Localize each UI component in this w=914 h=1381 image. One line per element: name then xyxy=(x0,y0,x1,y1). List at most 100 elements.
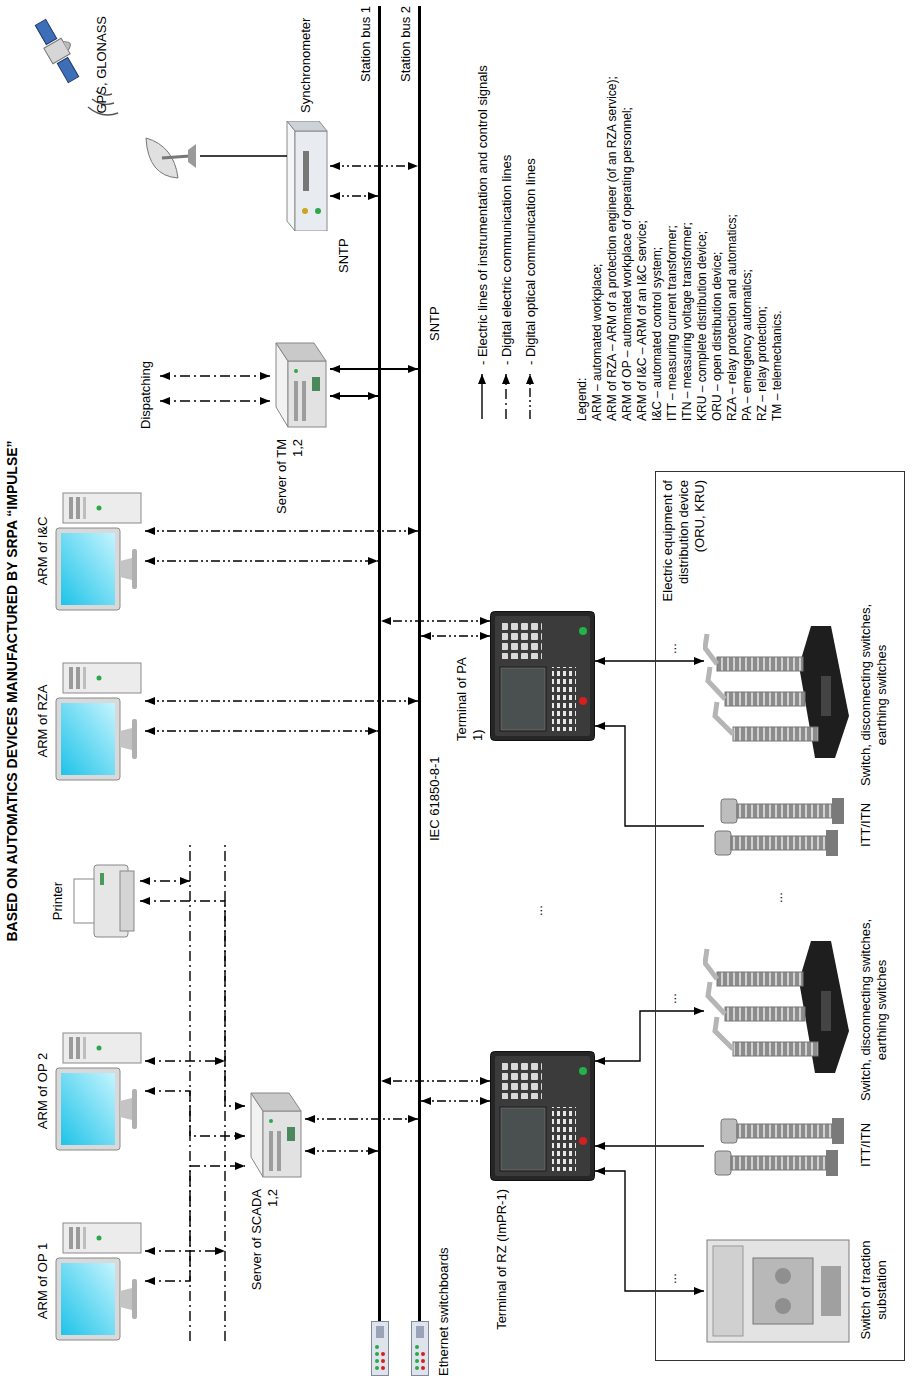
legend-note: Legend: xyxy=(575,11,590,421)
workstation: ARM of I&C xyxy=(55,491,145,611)
dispatch-link xyxy=(160,400,270,401)
workstation-icon xyxy=(56,1223,141,1340)
legend-note: ARM of RZA – ARM of a protection enginee… xyxy=(605,11,620,421)
connector xyxy=(381,1080,490,1081)
legend-row: - Digital optical communication lines xyxy=(518,65,542,421)
node-label: Terminal of PA 1) xyxy=(454,653,486,741)
connector xyxy=(145,730,378,731)
connector xyxy=(145,560,378,561)
legend-line xyxy=(529,374,530,419)
printer: Printer xyxy=(70,861,140,941)
transformer-icon xyxy=(715,1118,844,1176)
legend-text: - Electric lines of instrumentation and … xyxy=(475,65,490,365)
connector xyxy=(381,620,490,621)
server-icon xyxy=(276,343,326,427)
node-label: Printer xyxy=(50,851,66,951)
legend-note: ITN – measuring voltage transformer; xyxy=(680,11,695,421)
node-label: Station bus 1 xyxy=(358,6,374,82)
connector xyxy=(330,395,378,397)
legend-sample xyxy=(500,371,512,421)
workstation: ARM of RZA xyxy=(55,661,145,781)
connector xyxy=(595,660,704,661)
terminal-icon xyxy=(491,612,595,741)
node-label: ARM of RZA xyxy=(35,651,51,791)
legend-note: TM – telemechanics. xyxy=(770,11,785,421)
connector xyxy=(145,1091,245,1136)
node-label: ARM of I&C xyxy=(35,481,51,621)
connector xyxy=(305,1150,378,1151)
node-label: ARM of OP 1 xyxy=(35,1211,51,1351)
connector xyxy=(305,1118,418,1119)
lan-stub xyxy=(140,880,190,881)
connector xyxy=(595,726,704,826)
legend-note: KRU – complete distribution device; xyxy=(695,11,710,421)
ellipsis: ... xyxy=(530,905,546,916)
ellipsis: ... xyxy=(770,892,786,903)
protocol-label: SNTP xyxy=(336,238,352,273)
legend-note: PA – emergency automatics; xyxy=(740,11,755,421)
station-bus: Station bus 1 xyxy=(378,6,381,1321)
instrument-transformer: ITT/ITN xyxy=(704,790,854,860)
dish-antenna xyxy=(146,138,196,178)
synchronometer-icon xyxy=(287,121,327,231)
legend-note: ORU – open distribution device; xyxy=(710,11,725,421)
legend-note: ARM – automated workplace; xyxy=(590,11,605,421)
workstation-icon xyxy=(56,493,141,610)
abbreviation-list: Legend:ARM – automated workplace;ARM of … xyxy=(575,11,785,421)
legend-note: ARM of OP – automated workplace of opera… xyxy=(620,11,635,421)
workstation: ARM of OP 1 xyxy=(55,1221,145,1341)
equipment-area: Electric equipment of distribution devic… xyxy=(655,471,905,1361)
legend-row: - Digital electric communication lines xyxy=(494,65,518,421)
terminal-icon xyxy=(491,1052,595,1181)
workstation-icon xyxy=(56,1033,141,1150)
connector xyxy=(595,1011,704,1061)
node-label: Synchronometer xyxy=(298,18,314,113)
ellipsis: ... xyxy=(664,993,680,1004)
node-label: Electric equipment of distribution devic… xyxy=(660,480,708,615)
instrument-transformer: ITT/ITN xyxy=(704,1110,854,1180)
server: Server of SCADA 1,2 xyxy=(245,1091,305,1181)
workstation: ARM of OP 2 xyxy=(55,1031,145,1151)
legend-line xyxy=(505,374,506,419)
switch-icon xyxy=(705,941,849,1073)
node-label: GPS, GLONASS xyxy=(94,16,110,114)
dispatch-link xyxy=(160,375,270,376)
node-label: ARM of OP 2 xyxy=(35,1021,51,1161)
station-bus: Station bus 2 xyxy=(418,6,421,1321)
legend-line xyxy=(481,374,482,419)
server-icon xyxy=(251,1093,301,1177)
node-label: Switch of traction substation xyxy=(858,1230,890,1350)
connector xyxy=(595,1145,704,1146)
legend-sample xyxy=(524,371,536,421)
satellite: GPS, GLONASS xyxy=(25,16,90,86)
lan-stub xyxy=(145,1060,225,1061)
node-label: Server of SCADA 1,2 xyxy=(249,1189,281,1299)
terminal: Terminal of PA 1) xyxy=(490,611,595,741)
printer-icon xyxy=(74,865,134,937)
server: Server of TM 1,2 xyxy=(270,341,330,431)
node-label: ITT/ITN xyxy=(858,785,874,865)
switchgear: Switch, disconnecting switches, earthing… xyxy=(704,615,854,775)
lan-stub xyxy=(145,1250,225,1251)
ellipsis: ... xyxy=(664,643,680,654)
legend-text: - Digital optical communication lines xyxy=(523,158,538,365)
node-label: Station bus 2 xyxy=(398,6,414,82)
legend-note: I&C – automated control system; xyxy=(650,11,665,421)
legend-note: ARM of I&C – ARM of an I&C service; xyxy=(635,11,650,421)
protocol-label: SNTP xyxy=(427,306,443,341)
workstation-icon xyxy=(56,663,141,780)
connector xyxy=(421,635,490,636)
legend-note: RZA – relay protection and automatics; xyxy=(725,11,740,421)
connector xyxy=(595,1171,704,1291)
legend-row: - Electric lines of instrumentation and … xyxy=(470,65,494,421)
legend-text: - Digital electric communication lines xyxy=(499,155,514,365)
protocol-label: IEC 61850-8-1 xyxy=(427,756,443,841)
cabinet-icon xyxy=(707,1240,849,1342)
connector xyxy=(330,368,418,370)
signal-label: Dispatching xyxy=(138,361,154,429)
terminal: Terminal of RZ (ImPR-1) xyxy=(490,1051,595,1181)
switch-icon xyxy=(705,626,849,758)
connector xyxy=(421,1100,490,1101)
antenna-cable xyxy=(200,155,287,156)
